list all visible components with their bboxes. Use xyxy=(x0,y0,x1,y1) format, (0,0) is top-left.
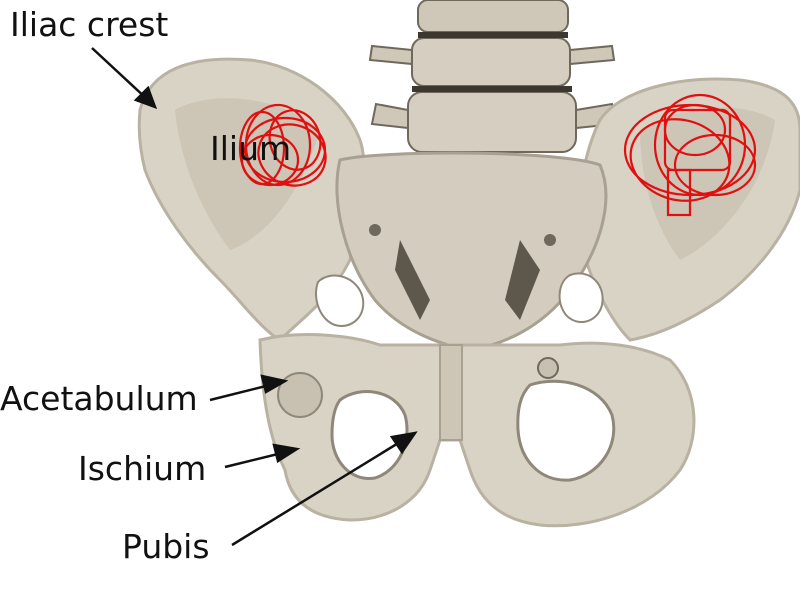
pubic-symphysis xyxy=(439,344,463,441)
right-obturator-foramen xyxy=(516,379,616,482)
vertebra-body xyxy=(411,37,571,87)
label-pubis: Pubis xyxy=(122,527,210,566)
vertebra-body xyxy=(407,91,577,153)
transverse-process xyxy=(368,44,413,66)
arrow-iliac-crest xyxy=(91,47,149,101)
arrow-head xyxy=(133,85,158,110)
arrow-ischium xyxy=(224,451,283,469)
pelvic-cavity xyxy=(558,272,604,324)
arrow-pubis xyxy=(231,440,401,547)
red-scribble-right xyxy=(623,93,757,217)
pelvic-cavity xyxy=(315,274,365,327)
disc xyxy=(412,86,572,92)
sacrum xyxy=(335,151,608,352)
left-obturator-foramen xyxy=(330,390,409,480)
label-arrows xyxy=(91,47,418,547)
arrow-head xyxy=(389,431,418,455)
red-scribble-left xyxy=(238,103,327,187)
label-iliac-crest: Iliac crest xyxy=(10,5,169,44)
label-acetabulum: Acetabulum xyxy=(0,379,198,418)
transverse-process xyxy=(370,102,409,130)
label-ischium: Ischium xyxy=(78,449,207,488)
iliac-fossa-shadow xyxy=(640,107,775,260)
sacral-foramen xyxy=(369,224,381,236)
sacral-foramen xyxy=(544,234,556,246)
pelvic-ring xyxy=(258,333,696,528)
sacral-shadow xyxy=(505,240,540,320)
right-acetabulum xyxy=(537,357,559,379)
vertebra-body xyxy=(417,0,569,33)
arrow-head xyxy=(260,374,289,394)
sacral-shadow xyxy=(395,240,430,320)
transverse-process xyxy=(569,44,616,66)
label-ilium: Ilium xyxy=(210,129,292,168)
lumbar-spine xyxy=(368,0,618,153)
arrow-acetabulum xyxy=(209,383,271,402)
disc xyxy=(418,32,568,38)
arrow-head xyxy=(272,443,301,463)
left-acetabulum xyxy=(277,372,323,418)
